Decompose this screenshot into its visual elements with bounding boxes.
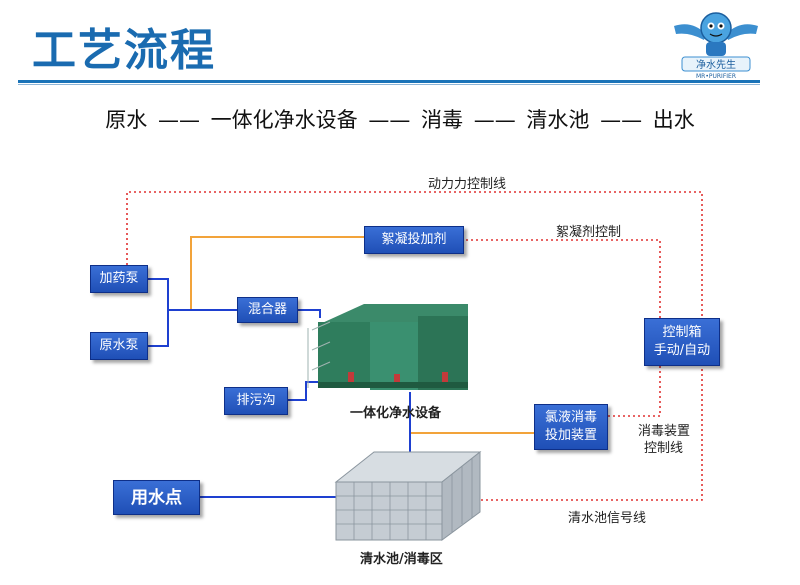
disinfect-control-label-2: 控制线 [644, 441, 684, 456]
tank-label: 清水池/消毒区 [360, 552, 443, 567]
flow-separator: —— [368, 108, 411, 132]
brand-logo: 净水先生 MR•PURIFIER [668, 6, 764, 80]
floc-dosing-line [190, 236, 364, 310]
control-box-line1: 控制箱 [662, 325, 702, 340]
flocculant-dosing-box: 絮凝投加剂 [364, 226, 464, 254]
flow-step: 一体化净水设备 [210, 108, 358, 132]
clear-water-tank-image [334, 450, 482, 541]
flow-step: 清水池 [526, 108, 590, 132]
disinfect-control-label-1: 消毒装置 [638, 424, 691, 439]
raw-water-pump-box: 原水泵 [90, 332, 148, 360]
chlorine-dosing-box: 氯液消毒 投加装置 [534, 404, 608, 450]
mixer-to-equipment-line [298, 309, 321, 318]
power-control-line [126, 191, 703, 501]
control-box-line2: 手动/自动 [653, 343, 711, 358]
logo-subtext: MR•PURIFIER [696, 73, 736, 80]
equipment-label: 一体化净水设备 [350, 406, 442, 421]
integrated-equipment-image [307, 304, 468, 390]
tank-signal-label: 清水池信号线 [568, 511, 647, 526]
drain-box: 排污沟 [224, 387, 288, 415]
chlorine-box-line2: 投加装置 [544, 428, 597, 443]
page-title: 工艺流程 [32, 25, 216, 76]
dosing-pump-line [148, 278, 169, 347]
mixer-box: 混合器 [237, 297, 298, 323]
chlorine-box-line1: 氯液消毒 [544, 410, 597, 425]
disinfect-control-line [608, 366, 661, 417]
header-rule [18, 80, 760, 83]
floc-control-line [466, 239, 661, 318]
flow-step: 出水 [652, 108, 695, 132]
logo-text: 净水先生 [696, 58, 736, 71]
process-flow-line: 原水 —— 一体化净水设备 —— 消毒 —— 清水池 —— 出水 [0, 104, 800, 134]
drain-line [288, 381, 322, 401]
header-rule-thin [18, 84, 760, 85]
flow-separator: —— [600, 108, 643, 132]
power-line-label: 动力力控制线 [428, 177, 507, 192]
flow-separator: —— [473, 108, 516, 132]
dosing-pump-box: 加药泵 [90, 265, 148, 293]
floc-control-label: 絮凝剂控制 [556, 225, 622, 240]
control-box: 控制箱 手动/自动 [644, 318, 720, 366]
use-point-box: 用水点 [113, 480, 200, 515]
flow-step: 消毒 [421, 108, 463, 132]
flow-step: 原水 [105, 108, 148, 132]
flow-separator: —— [157, 108, 200, 132]
